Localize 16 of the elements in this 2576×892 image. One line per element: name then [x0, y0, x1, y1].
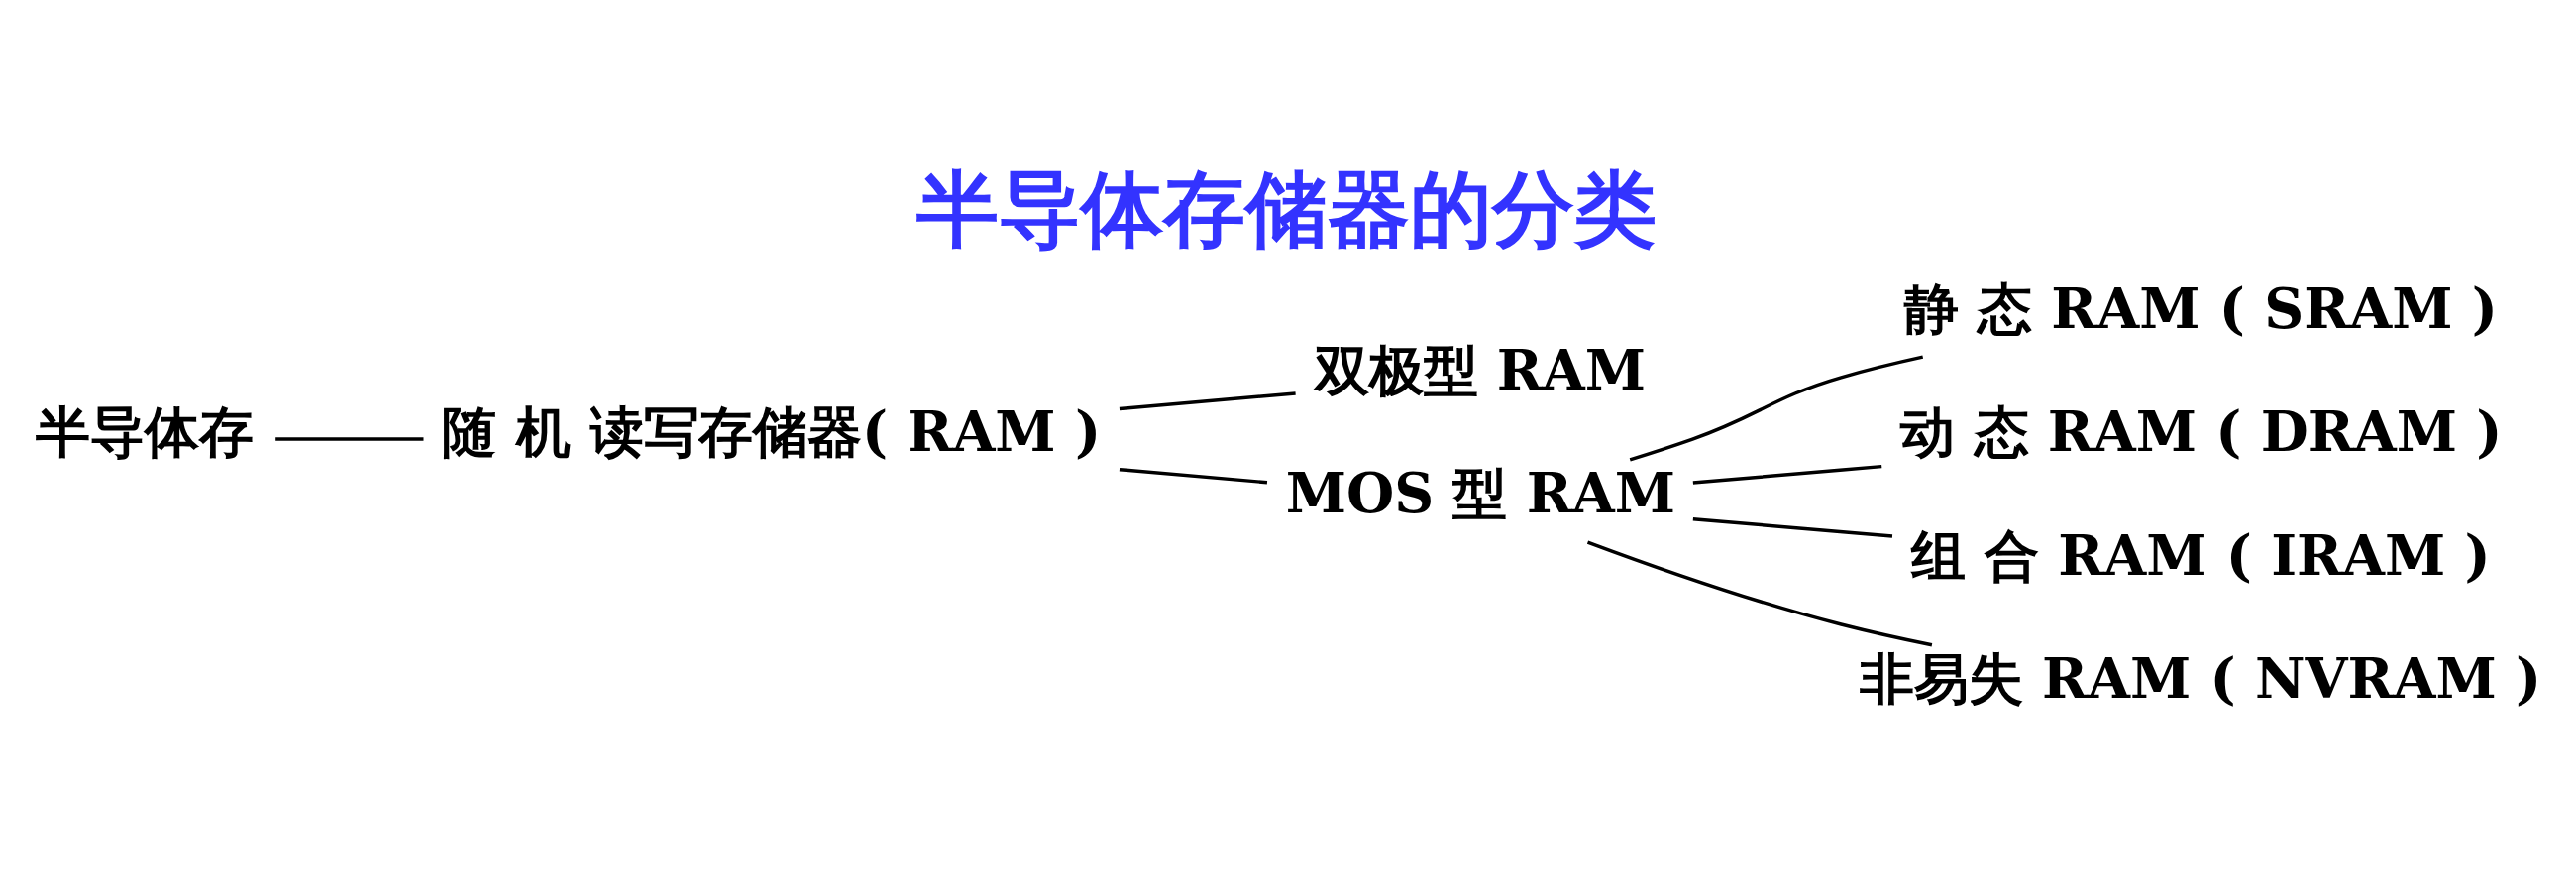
node-text: 动 态 RAM ( DRAM ) — [1900, 399, 2503, 465]
node-text: 随 机 读写存储器( RAM ) — [442, 399, 1102, 465]
node-text: MOS 型 RAM — [1285, 461, 1675, 526]
connector — [1119, 467, 1268, 485]
diagram-title: 半导体存储器的分类 — [916, 160, 1658, 258]
connector — [1119, 391, 1296, 411]
connector — [275, 437, 424, 441]
connector — [1586, 540, 1933, 647]
connector — [1692, 464, 1882, 485]
connector — [1692, 517, 1893, 538]
node-text: 非易失 RAM ( NVRAM ) — [1859, 646, 2542, 712]
node-text: 双极型 RAM — [1314, 337, 1647, 402]
node-text: 半导体存 — [35, 399, 254, 465]
node-text: 静 态 RAM ( SRAM ) — [1903, 276, 2498, 341]
connector — [1629, 355, 1924, 462]
node-text: 组 合 RAM ( IRAM ) — [1910, 522, 2491, 588]
